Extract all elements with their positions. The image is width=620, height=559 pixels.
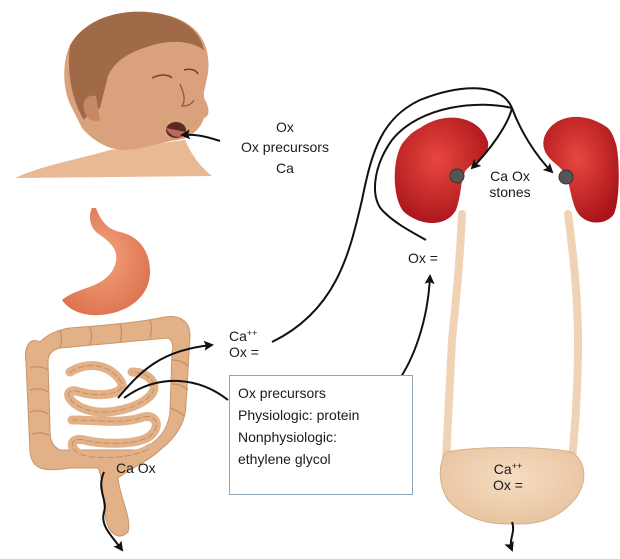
precursor-box: Ox precursors Physiologic: protein Nonph… [229,375,413,495]
colon-caox-label: Ca Ox [116,460,156,476]
kidney-ox-label: Ox = [408,250,438,266]
precursor-box-line1: Ox precursors [238,382,412,404]
intake-precursors-label: Ox precursors [222,139,348,155]
right-kidney [543,117,618,223]
box-to-kidney-arrow [396,276,430,384]
stones-label-line2: stones [470,184,550,200]
bladder-ox-label: Ox = [478,477,538,493]
gut-ca-label: Ca++ [229,328,257,344]
precursor-box-line3: Nonphysiologic: [238,426,412,448]
stones-label-line1: Ca Ox [470,168,550,184]
gut-ox-label: Ox = [229,344,259,360]
intake-arrow [182,135,220,141]
precursor-box-line2: Physiologic: protein [238,404,412,426]
precursor-box-line4: ethylene glycol [238,448,412,470]
bladder-ca-label: Ca++ [478,461,538,477]
right-stone [559,170,573,184]
intake-ox-label: Ox [250,119,320,135]
left-stone [450,169,464,183]
bladder-exit-arrow [511,522,513,550]
right-ureter [568,214,578,460]
left-ureter [446,214,462,460]
colon-illustration [26,317,190,536]
stomach-illustration [62,208,150,315]
intake-ca-label: Ca [250,160,320,176]
small-intestine-illustration [69,366,157,458]
face-illustration [15,12,212,178]
